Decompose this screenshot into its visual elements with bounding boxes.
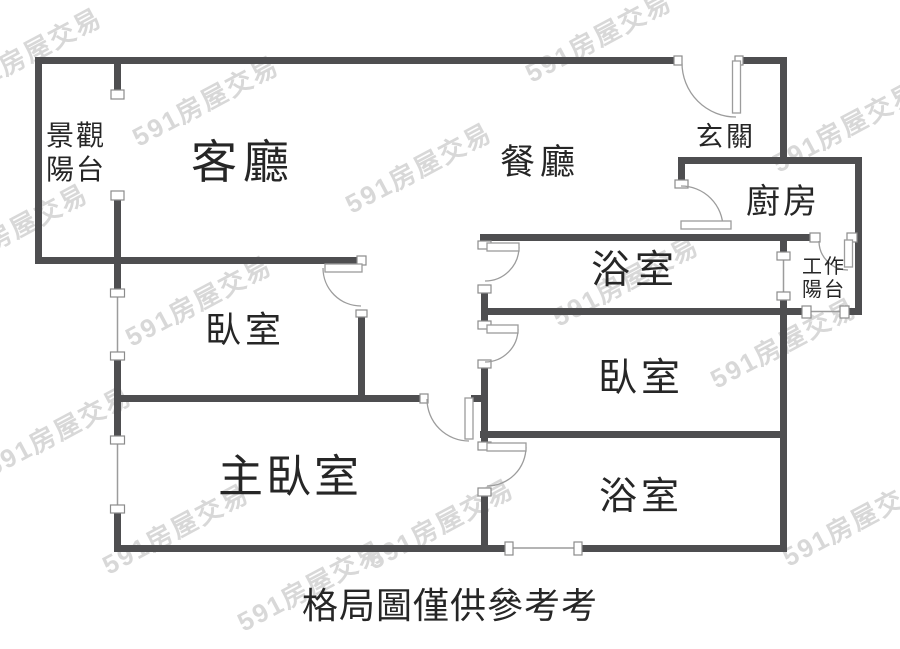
wall-workbalcony-south-right — [841, 308, 862, 315]
wall-bottom-right — [574, 545, 787, 552]
room-label-line: 工作 — [802, 256, 846, 278]
wall-bedroom-right-south — [480, 431, 787, 438]
wall-outer-left — [35, 57, 42, 264]
room-label-line: 廚房 — [746, 183, 820, 221]
room-label-entryway: 玄關 — [696, 123, 756, 152]
room-label-line: 浴室 — [599, 476, 684, 518]
door-jamb — [477, 359, 492, 369]
bathroom-top-door-leaf — [486, 242, 520, 252]
windows — [109, 89, 850, 556]
door-jamb — [477, 284, 492, 294]
room-label-line: 臥室 — [205, 309, 286, 350]
window-cap — [109, 288, 126, 298]
bedroom-right-door-arc — [484, 328, 519, 363]
bathroom-top-door-arc — [484, 246, 520, 282]
room-label-work-balcony: 工作陽台 — [802, 256, 846, 302]
room-label-line: 主臥室 — [218, 451, 363, 502]
door-jamb — [673, 55, 683, 66]
master-bedroom-door-leaf — [464, 397, 474, 440]
wall-bathroom-top-north — [480, 234, 820, 241]
wall-west-3 — [114, 513, 121, 552]
wall-kitchen-west — [678, 157, 685, 187]
wall-kitchen-top — [678, 157, 862, 164]
bathroom-bottom-door-leaf — [486, 442, 527, 452]
window-cap — [109, 504, 126, 514]
wall-master-top-stub — [471, 395, 488, 402]
bedroom-left-door-arc — [322, 267, 362, 307]
window-cap — [839, 305, 850, 319]
window-cap — [776, 251, 791, 261]
room-label-line: 玄關 — [696, 122, 756, 152]
room-label-line: 陽台 — [802, 279, 846, 301]
scenic-balcony-opening-jamb — [110, 190, 125, 201]
entry-door-arc — [681, 62, 737, 118]
work-balcony-door-leaf — [843, 239, 854, 268]
wall-bath-east-upper — [780, 234, 787, 252]
bathroom-bottom-door-arc — [486, 446, 527, 487]
entry-door-leaf — [731, 60, 742, 114]
wall-bedroom-left-east — [358, 311, 365, 399]
work-balcony-door-arc — [818, 240, 849, 271]
room-label-line: 臥室 — [598, 357, 685, 400]
room-label-line: 餐廳 — [500, 143, 581, 182]
door-jamb — [809, 232, 821, 243]
scenic-balcony-opening-jamb — [110, 89, 125, 100]
doors — [322, 55, 858, 497]
bedroom-right-door-leaf — [486, 324, 519, 334]
wall-east-outer — [855, 157, 862, 315]
window-cap — [109, 435, 126, 445]
room-label-bathroom-bottom: 浴室 — [599, 477, 683, 517]
wall-bottom-left — [114, 545, 513, 552]
door-jamb — [674, 179, 689, 189]
room-label-bedroom-left: 臥室 — [205, 311, 285, 349]
room-label-scenic-balcony: 景觀陽台 — [46, 119, 106, 187]
wall-central-1 — [481, 292, 488, 322]
wall-bathroom-top-south — [485, 308, 787, 315]
room-label-line: 陽台 — [46, 154, 107, 185]
room-label-line: 浴室 — [591, 249, 680, 292]
caption: 格局圖僅供參考考 — [301, 585, 598, 626]
window-cap — [573, 541, 583, 556]
kitchen-door-leaf — [680, 220, 732, 230]
master-bedroom-door-arc — [426, 398, 470, 442]
wall-entry-east — [780, 57, 787, 164]
window-cap — [776, 291, 791, 301]
wall-top-left — [35, 57, 676, 64]
room-label-dining-room: 餐廳 — [500, 144, 580, 181]
wall-balcony-bottom — [35, 257, 365, 264]
bedroom-left-door-leaf — [324, 263, 363, 273]
room-label-master-bedroom: 主臥室 — [218, 453, 362, 500]
room-label-bathroom-top: 浴室 — [591, 250, 679, 291]
room-label-line: 客廳 — [191, 136, 295, 188]
door-jamb — [419, 393, 429, 404]
wall-central-2 — [481, 367, 488, 443]
wall-west-1 — [114, 199, 121, 291]
door-jamb — [477, 487, 492, 497]
wall-workbalcony-south-left — [787, 308, 811, 315]
window-cap — [801, 305, 812, 319]
window-cap — [109, 351, 126, 361]
wall-top-right — [742, 57, 787, 64]
room-label-living-room: 客廳 — [191, 138, 295, 186]
wall-master-top — [114, 395, 427, 402]
room-label-bedroom-right: 臥室 — [598, 358, 684, 399]
wall-balcony-divider-top — [114, 57, 121, 93]
wall-east-lower — [780, 300, 787, 552]
room-label-line: 景觀 — [46, 120, 107, 151]
wall-central-3 — [481, 496, 488, 552]
window-cap — [504, 541, 514, 556]
room-label-kitchen: 廚房 — [746, 184, 820, 220]
door-jamb — [355, 309, 368, 318]
